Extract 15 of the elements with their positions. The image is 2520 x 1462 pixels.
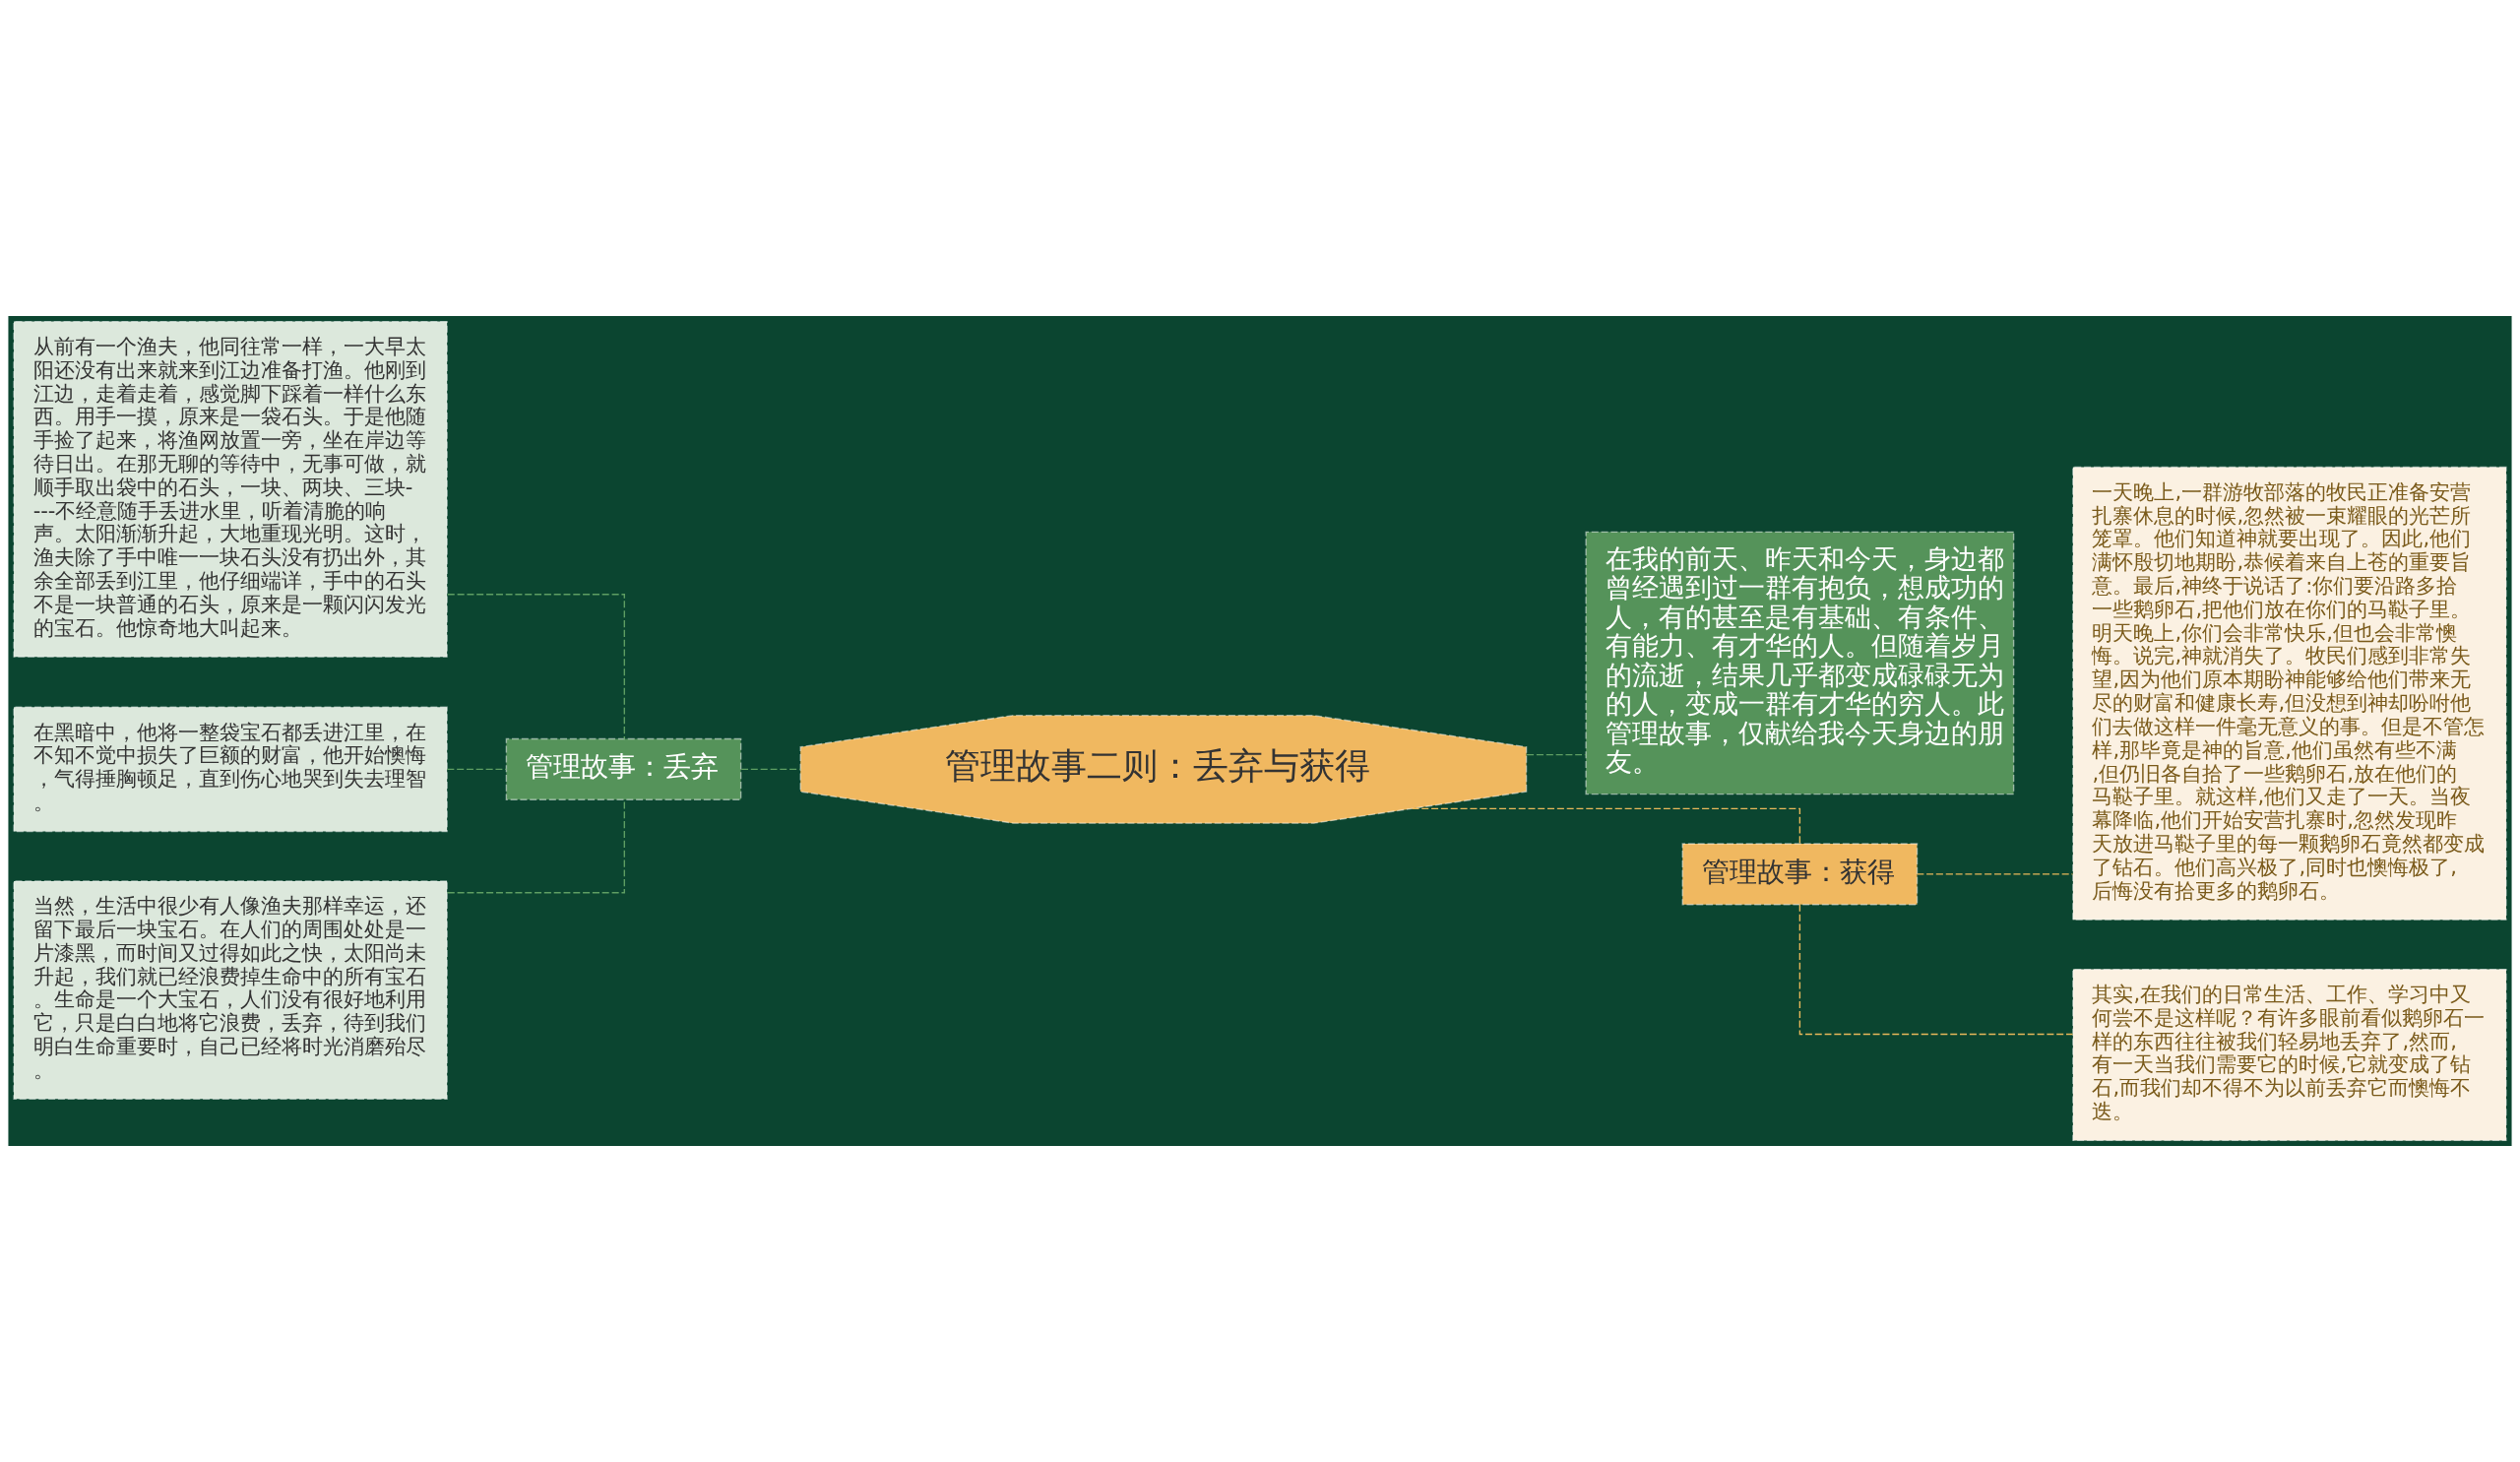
- node-box: 在我的前天、昨天和今天，身边都曾经遇到过一群有抱负，想成功的人，有的甚至是有基础、有条件、有能力、有才华的人。但随着岁月的流逝，结果几乎都变成碌碌无为的人，变成一群有才华的穷人。此管理故事，仅献给我今天身边的朋友。: [1585, 531, 2015, 795]
- connector: [1411, 807, 1801, 845]
- connector: [446, 768, 508, 771]
- connector: [447, 798, 625, 894]
- node-box: 在黑暗中，他将一整袋宝石都丢进江里，在不知不觉中损失了巨额的财富，他开始懊悔，气得捶胸顿足，直到伤心地哭到失去理智。: [13, 706, 448, 833]
- node-box: 当然，生活中很少有人像渔夫那样幸运，还留下最后一块宝石。在人们的周围处处是一片漆黑，而时间又过得如此之快，太阳尚未升起，我们就已经浪费掉生命中的所有宝石。生命是一个大宝石，人们没有很好地利用它，只是白白地将它浪费，丢弃，待到我们明白生命重要时，自己已经将时光消磨殆尽。: [13, 880, 448, 1101]
- connector: [1526, 753, 1587, 756]
- connector: [740, 768, 801, 771]
- node-box: 管理故事：获得: [1681, 843, 1919, 906]
- node-box: 管理故事：丢弃: [505, 737, 742, 800]
- connector: [1798, 904, 2074, 1036]
- connector: [447, 594, 625, 740]
- node-box: 从前有一个渔夫，他同往常一样，一大早太阳还没有出来就来到江边准备打渔。他刚到江边，走着走着，感觉脚下踩着一样什么东西。用手一摸，原来是一袋石头。于是他随手捡了起来，将渔网放置一旁，坐在岸边等待日出。在那无聊的等待中，无事可做，就顺手取出袋中的石头，一块、两块、三块----不经意随手丢进水里，听着清脆的响声。太阳渐渐升起，大地重现光明。这时，渔夫除了手中唯一一块石头没有扔出外，其余全部丢到江里，他仔细端详，手中的石头不是一块普通的石头，原来是一颗闪闪发光的宝石。他惊奇地大叫起来。: [13, 320, 448, 658]
- node-box: 一天晚上,一群游牧部落的牧民正准备安营扎寨休息的时候,忽然被一束耀眼的光芒所笼罩。他们知道神就要出现了。因此,他们满怀殷切地期盼,恭候着来自上苍的重要旨意。最后,神终于说话了:你们要沿路多拾一些鹅卵石,把他们放在你们的马鞑子里。明天晚上,你们会非常快乐,但也会非常懊悔。说完,神就消失了。牧民们感到非常失望,因为他们原本期盼神能够给他们带来无尽的财富和健康长寿,但没想到神却吩咐他们去做这样一件毫无意义的事。但是不管怎样,那毕竟是神的旨意,他们虽然有些不满,但仍旧各自拾了一些鹅卵石,放在他们的马鞑子里。就这样,他们又走了一天。当夜幕降临,他们开始安营扎寨时,忽然发现昨天放进马鞑子里的每一颗鹅卵石竟然都变成了钻石。他们高兴极了,同时也懊悔极了,后悔没有拾更多的鹅卵石。: [2072, 466, 2507, 921]
- node-box: 其实,在我们的日常生活、工作、学习中又何尝不是这样呢？有许多眼前看似鹅卵石一样的东西往往被我们轻易地丢弃了,然而,有一天当我们需要它的时候,它就变成了钻石,而我们却不得不为以前丢弃它而懊悔不迭。: [2072, 968, 2507, 1142]
